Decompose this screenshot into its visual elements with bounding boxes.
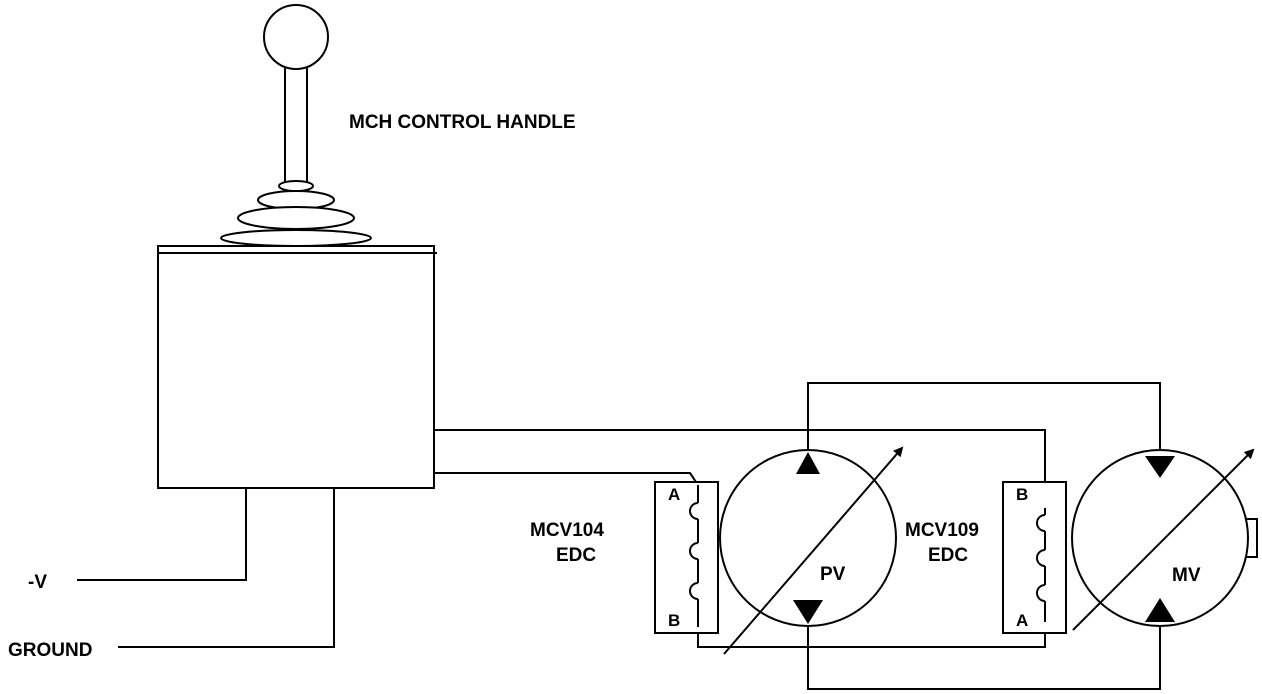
handle-boot-ring-4 (220, 229, 372, 247)
ground-label: GROUND (8, 640, 92, 661)
motor-valve-label: MCV109 (905, 520, 979, 541)
motor-edc-terminal-top: B (1016, 485, 1028, 504)
motor-variable-arrow (1072, 448, 1255, 631)
handle-stem (284, 61, 308, 187)
pump-valve-label: MCV104 (530, 520, 604, 541)
motor-edc-terminal-bottom: A (1016, 611, 1028, 630)
pump-unit-label: PV (820, 564, 846, 585)
hydraulic-line-bottom (807, 618, 1161, 690)
coil-return-wire (697, 622, 1046, 648)
control-handle (220, 4, 372, 247)
pump-edc-valve (654, 481, 719, 634)
pump-port-up-arrow (796, 452, 820, 474)
pump-edc-terminal-bottom: B (668, 611, 680, 630)
pump-variable-arrow (723, 446, 904, 655)
handle-label: MCH CONTROL HANDLE (349, 112, 576, 133)
ground-wire (118, 488, 335, 648)
motor-edc-valve (1002, 481, 1067, 634)
motor-unit-label: MV (1172, 565, 1201, 586)
control-box (157, 245, 437, 489)
pump-port-down-arrow (793, 600, 823, 624)
handle-boot-ring-3 (237, 206, 355, 230)
motor-port-down-arrow (1145, 456, 1175, 478)
neg-v-label: -V (28, 572, 47, 593)
hydraulic-line-top (807, 382, 1161, 458)
handle-knob (263, 4, 329, 70)
handle-boot-ring-1 (278, 180, 314, 192)
motor-port-up-arrow (1145, 598, 1175, 622)
pump-edc-label: EDC (556, 545, 596, 566)
pump-edc-terminal-top: A (668, 485, 680, 504)
variable-pump (719, 446, 904, 655)
variable-motor (1071, 448, 1258, 631)
motor-edc-label: EDC (928, 545, 968, 566)
neg-v-wire (77, 488, 247, 581)
